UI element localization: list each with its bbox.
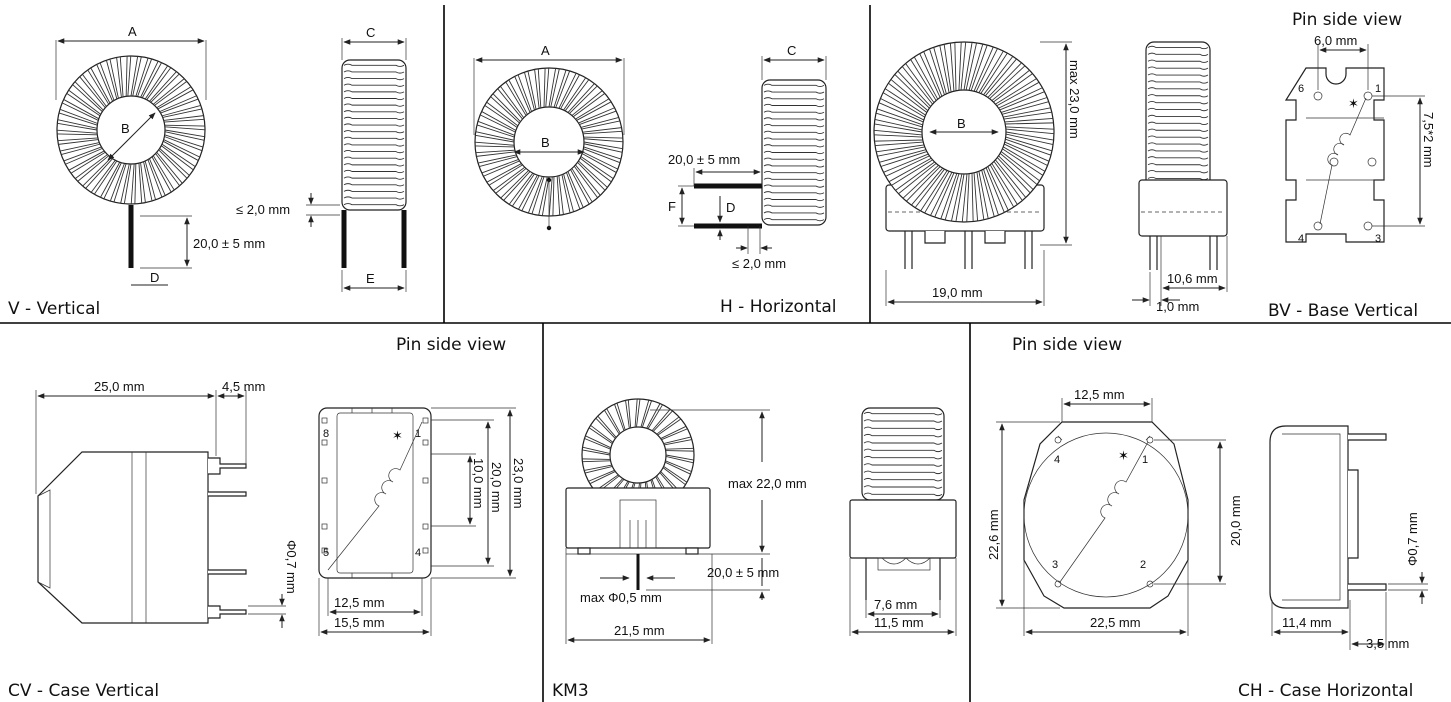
coil-side-view [341,59,407,268]
panel-dividers [0,5,1451,702]
pin-label: 1 [1142,454,1148,466]
toroid-front [581,398,695,512]
dim-base-width: 21,5 mm [614,623,665,638]
label-b: B [957,116,966,131]
svg-text:✶: ✶ [392,428,403,443]
dim-lead-length: 20,0 ± 5 mm [668,152,740,167]
label-c: C [787,43,796,58]
dim-left-height: 22,6 mm [986,509,1001,560]
pin-label: 3 [1052,559,1058,571]
pin-label: 1 [415,428,421,440]
toroid-front [474,67,624,217]
coil-side-view [1138,41,1228,270]
pin-label: 2 [1140,559,1146,571]
label-d: D [726,200,735,215]
label-f: F [668,199,676,214]
label-b: B [541,135,550,150]
dim-inner-height: 10,0 mm [471,458,486,509]
caption-bv: BV - Base Vertical [1268,301,1418,321]
caption-ch: CH - Case Horizontal [1238,681,1413,701]
panel-ch-case-horizontal: Pin side view ✶ 4 1 3 2 12,5 mm 22,6 mm … [986,335,1428,701]
dim-max-height: max 22,0 mm [728,476,807,491]
dim-case-depth: 11,4 mm [1282,615,1332,630]
panel-cv-case-vertical: Pin side view 25,0 mm 4,5 mm Φ0,7 mm [8,335,526,701]
pin-label: 8 [323,428,329,440]
km3-base [565,487,712,555]
pin-label: 4 [415,547,421,559]
label-d: D [150,270,159,285]
caption-h: H - Horizontal [720,297,837,317]
dim-top-pitch: 6,0 mm [1314,33,1357,48]
pin-label: 5 [323,547,329,559]
case-side-view [37,451,247,624]
dim-case-length: 25,0 mm [94,379,145,394]
dim-height: max 23,0 mm [1067,60,1082,139]
caption-v: V - Vertical [8,299,100,319]
panel-h-horizontal: A B C 20,0 ± 5 mm F D ≤ 2,0 mm H - Horiz… [473,43,837,317]
dim-pin-diameter: Φ0,7 mm [284,540,299,594]
svg-text:✶: ✶ [1348,96,1359,111]
dim-outer-height: 23,0 mm [511,458,526,509]
dim-depth: 11,5 mm [874,615,924,630]
dim-pin-diameter: Φ0,7 mm [1405,512,1420,566]
dim-mid-height: 20,0 mm [489,462,504,513]
pin-label: 3 [1375,233,1381,245]
dim-wire-diameter: max Φ0,5 mm [580,590,662,605]
pin-label: 1 [1375,83,1381,95]
dim-top-width: 12,5 mm [1074,387,1125,402]
dim-pin-width: 1,0 mm [1156,299,1199,314]
pin-side-case: ✶ 4 1 3 2 [1023,421,1189,609]
dim-outer-width: 15,5 mm [334,615,385,630]
panel-km3: max 22,0 mm 20,0 ± 5 mm max Φ0,5 mm 21,5… [552,398,957,701]
dim-lead-length: 20,0 ± 5 mm [193,236,265,251]
label-e: E [366,271,375,286]
dim-gap: ≤ 2,0 mm [732,256,786,271]
pin-side-case: ✶ 8 1 5 4 [318,407,432,579]
dim-inner-width: 12,5 mm [334,595,385,610]
coil-side-view [761,79,827,226]
dim-pin-pitch: 7,5*2 mm [1421,112,1436,168]
label-a: A [128,24,137,39]
caption-km3: KM3 [552,681,589,701]
dim-pin-pitch: 7,6 mm [874,597,917,612]
label-b: B [121,121,130,136]
dim-depth: 10,6 mm [1167,271,1218,286]
label-a: A [541,43,550,58]
label-c: C [366,25,375,40]
dim-base-width: 19,0 mm [932,285,983,300]
pin-side-base-plate: ✶ 6 1 4 3 [1284,67,1385,245]
dim-pin-length: 4,5 mm [222,379,265,394]
dim-gap: ≤ 2,0 mm [236,202,290,217]
pin-side-view-title: Pin side view [396,335,506,355]
pin-side-view-title: Pin side view [1292,10,1402,30]
panel-v-vertical: A B D 20,0 ± 5 mm C E ≤ 2,0 mm V - Vert [8,24,407,319]
caption-cv: CV - Case Vertical [8,681,159,701]
case-side-view [1269,425,1387,609]
coil-side-view [849,407,957,600]
svg-text:✶: ✶ [1118,448,1129,463]
dim-pin-pitch: 20,0 mm [1228,495,1243,546]
toroid-front [56,55,206,205]
pin-side-view-title: Pin side view [1012,335,1122,355]
dim-lead-length: 20,0 ± 5 mm [707,565,779,580]
pin-label: 4 [1298,233,1304,245]
dim-pin-length: 3,5 mm [1366,636,1409,651]
panel-bv-base-vertical: B max 23,0 mm 19,0 mm 10,6 mm 1,0 mm Pin… [873,10,1436,321]
pin-label: 4 [1054,454,1060,466]
pin-label: 6 [1298,83,1304,95]
dim-bottom-width: 22,5 mm [1090,615,1141,630]
